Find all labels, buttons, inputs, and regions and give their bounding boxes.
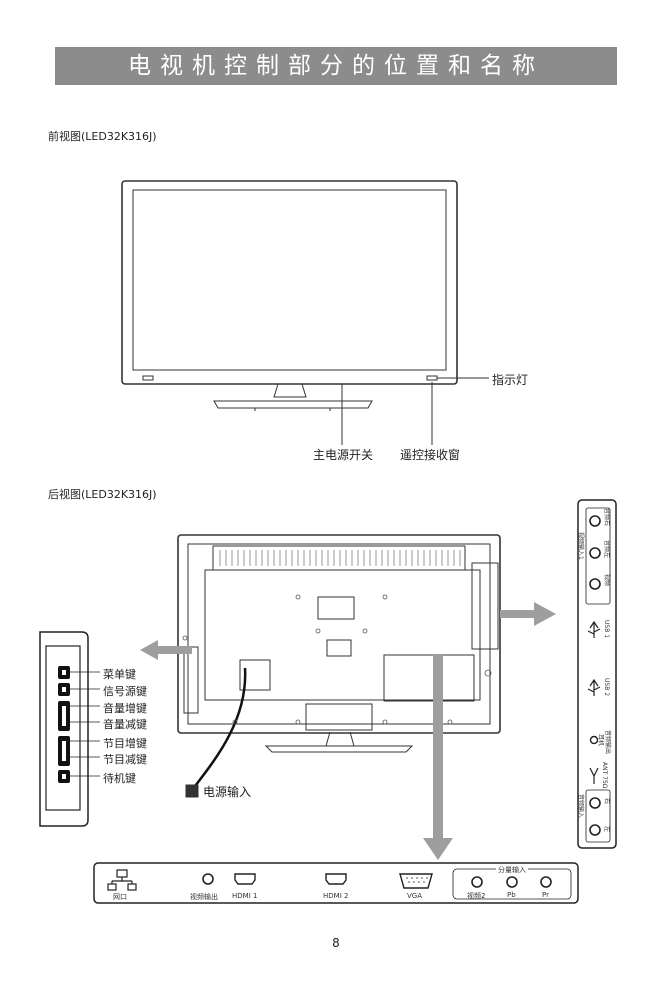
page-title: 电视机控制部分的位置和名称 (55, 47, 617, 85)
tv-front-base (213, 400, 373, 409)
usb2-label: USB 2 (603, 678, 610, 697)
audio-in-r-jack-icon (589, 797, 601, 809)
audio-r-jack-icon (589, 515, 601, 527)
menu-key-label: 菜单键 (103, 668, 136, 681)
usb1-icon (587, 620, 601, 638)
hdmi1-port-icon (234, 873, 256, 885)
side-keys-panel (39, 631, 89, 827)
component-pr-jack-icon (540, 876, 552, 888)
rear-bottom-panel-outline (383, 654, 475, 702)
ant-label: ANT 75Ω (601, 762, 608, 789)
pr-label: Pr (542, 891, 549, 899)
audio-in-label: 音频输入 (577, 794, 584, 819)
audio-in-l-jack-icon (589, 824, 601, 836)
rear-vent-grille (212, 545, 466, 571)
power-switch-label: 主电源开关 (313, 448, 374, 462)
rear-view-heading: 后视图(LED32K316J) (48, 488, 157, 501)
earphone-jack-icon (589, 735, 599, 745)
tv-front-bezel (121, 180, 458, 385)
rear-right-panel-outline (471, 562, 499, 650)
power-input-label: 电源输入 (203, 785, 252, 799)
hdmi2-label: HDMI 2 (323, 892, 349, 900)
video-in-1-label: 视频输入1 (577, 532, 584, 560)
audio-in-left-label: 左 (603, 826, 610, 833)
front-view-heading: 前视图(LED32K316J) (48, 130, 157, 143)
hdmi2-port-icon (325, 873, 347, 885)
front-small-button (142, 375, 154, 381)
hdmi1-label: HDMI 1 (232, 892, 258, 900)
pb-label: Pb (507, 891, 516, 899)
power-cord (191, 667, 247, 791)
arrow-to-bottom-panel (423, 654, 453, 860)
video-out-jack-icon (202, 873, 214, 885)
power-plug-icon (185, 784, 199, 798)
remote-window-label: 遥控接收窗 (400, 448, 461, 462)
video2-label: 视频2 (467, 892, 486, 900)
lan-label: 网口 (113, 893, 127, 901)
video-out-label: 视频输出 (190, 893, 218, 901)
lan-port-icon (116, 869, 128, 878)
tv-front-screen (132, 189, 447, 371)
rear-stand-bracket (305, 703, 373, 731)
video-label: 视频 (603, 574, 610, 587)
source-key-label: 信号源键 (103, 685, 147, 698)
bottom-port-panel (93, 862, 579, 904)
vga-port-icon (399, 873, 433, 889)
channel-up-key-label: 节目增键 (103, 737, 147, 750)
arrow-to-side-panel (140, 640, 192, 660)
component-y-jack-icon (471, 876, 483, 888)
audio-l-label: 音频左 (603, 540, 610, 559)
audio-r-label: 音频右 (603, 508, 610, 527)
audio-out-label: 音频输出 (604, 730, 611, 755)
arrow-to-right-panel (500, 602, 556, 626)
page-number: 8 (332, 936, 340, 950)
standby-key-label: 待机键 (103, 772, 136, 785)
volume-up-key-label: 音量增键 (103, 702, 147, 715)
video-jack-icon (589, 578, 601, 590)
tv-rear-outline (177, 534, 501, 734)
indicator-light-icon (426, 375, 438, 381)
component-in-label: 分量输入 (496, 865, 528, 875)
rear-side-keys-outline (183, 646, 199, 714)
channel-down-key-label: 节目减键 (103, 753, 147, 766)
component-pb-jack-icon (506, 876, 518, 888)
antenna-icon (589, 767, 599, 784)
right-port-panel (577, 499, 617, 849)
audio-in-right-label: 右 (603, 798, 610, 805)
indicator-label: 指示灯 (492, 373, 529, 387)
usb2-icon (587, 678, 601, 696)
audio-l-jack-icon (589, 547, 601, 559)
usb1-label: USB 1 (603, 620, 610, 639)
volume-down-key-label: 音量减键 (103, 718, 147, 731)
tv-front-neck (273, 383, 307, 398)
vga-label: VGA (407, 892, 423, 900)
